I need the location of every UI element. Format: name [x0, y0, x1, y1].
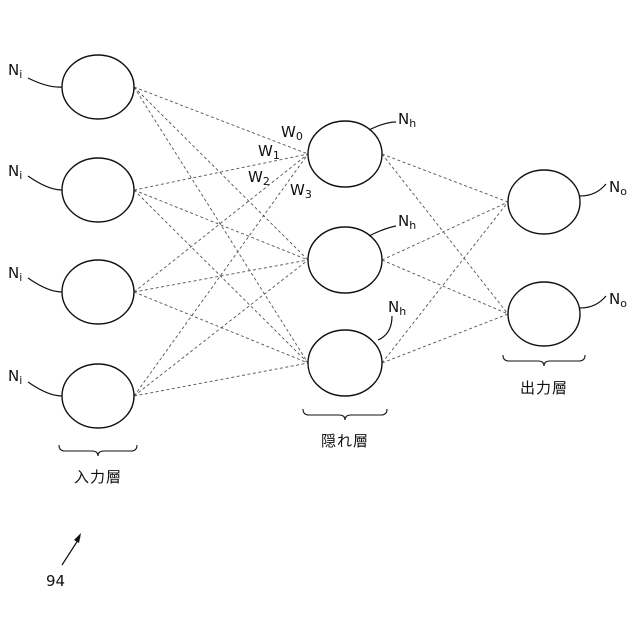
connection-line — [134, 190, 308, 363]
output-node-label: No — [609, 290, 627, 310]
weight-label: W3 — [290, 181, 312, 201]
input-node — [62, 364, 134, 428]
input-layer-label: 入力層 — [74, 468, 122, 486]
hidden-layer-label: 隠れ層 — [321, 432, 369, 450]
reference-arrow-head — [74, 533, 81, 543]
hidden-node — [308, 121, 382, 187]
weight-label: W2 — [248, 168, 270, 188]
hidden-layer — [308, 121, 382, 396]
output-node — [508, 170, 580, 234]
connection-line — [134, 190, 308, 260]
hidden-node-label: Nh — [398, 110, 416, 130]
connection-line — [382, 154, 508, 202]
connection-line — [134, 87, 308, 260]
input-node — [62, 260, 134, 324]
input-leads — [28, 78, 62, 396]
output-layer-label: 出力層 — [520, 379, 568, 397]
input-node-label: Ni — [8, 367, 22, 387]
output-node — [508, 282, 580, 346]
input-node-label: Ni — [8, 162, 22, 182]
hidden-node-label: Nh — [388, 298, 406, 318]
hidden-node — [308, 330, 382, 396]
output-layer-brace — [503, 355, 585, 366]
input-layer-brace — [59, 445, 137, 456]
connection-line — [134, 260, 308, 292]
input-node-label: Ni — [8, 264, 22, 284]
hidden-node — [308, 227, 382, 293]
connection-line — [382, 202, 508, 260]
weight-label: W1 — [258, 142, 280, 162]
connection-line — [134, 87, 308, 154]
connection-line — [382, 314, 508, 363]
output-layer — [508, 170, 580, 346]
connection-line — [134, 363, 308, 396]
connection-line — [134, 260, 308, 396]
hidden-node-label: Nh — [398, 212, 416, 232]
connection-line — [134, 154, 308, 292]
input-layer — [62, 55, 134, 428]
input-node-label: Ni — [8, 61, 22, 81]
output-node-label: No — [609, 178, 627, 198]
hidden-layer-brace — [303, 409, 387, 420]
weight-label: W0 — [281, 123, 303, 143]
input-node — [62, 55, 134, 119]
output-leads — [580, 184, 606, 308]
connection-line — [134, 154, 308, 190]
connection-line — [134, 154, 308, 396]
reference-numeral: 94 — [46, 572, 65, 590]
input-node — [62, 158, 134, 222]
